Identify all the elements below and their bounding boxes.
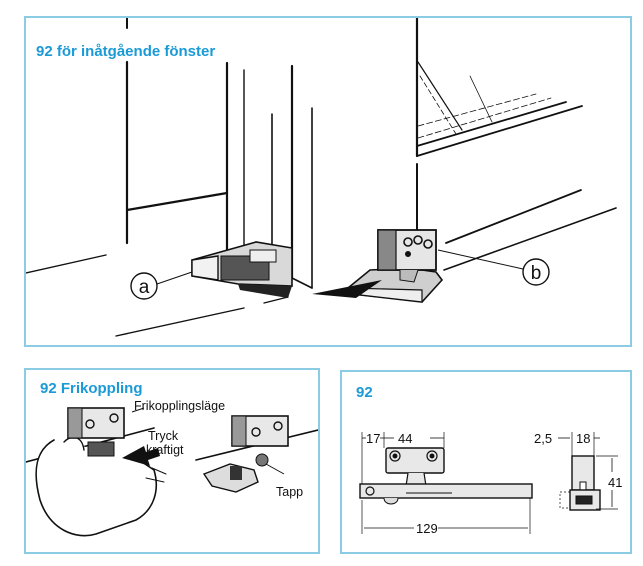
- stay-part-b: [312, 229, 444, 303]
- label-press-line2: kraftigt: [146, 443, 184, 457]
- callout-a-label: a: [139, 277, 150, 298]
- dim-length: 129: [416, 521, 438, 536]
- dim-width: 44: [398, 431, 412, 446]
- release-panel: 92 Frikoppling Frikopplingsläge Tryck: [24, 368, 320, 554]
- dim-height: 41: [608, 475, 622, 490]
- dim-offset: 17: [366, 431, 380, 446]
- main-illustration-panel: 92 för inåtgående fönster: [24, 16, 632, 347]
- stay-part-a: [191, 241, 293, 298]
- window-stay-illustration: a b: [26, 18, 617, 337]
- callout-b: b: [437, 249, 550, 286]
- label-pin: Tapp: [276, 485, 303, 499]
- dim-gap: 2,5: [534, 431, 552, 446]
- callout-b-label: b: [531, 263, 542, 284]
- label-press-line1: Tryck: [148, 429, 179, 443]
- dim-depth: 18: [576, 431, 590, 446]
- release-panel-title: 92 Frikoppling: [40, 380, 143, 397]
- dimension-drawing: 17 44 129 2,5 18 41: [359, 431, 622, 536]
- press-arrow-icon: [122, 446, 160, 466]
- dimensions-panel-title: 92: [356, 384, 373, 401]
- dimensions-panel: 92: [340, 370, 632, 554]
- release-illustration: Frikopplingsläge Tryck kraftigt Tapp: [26, 399, 318, 537]
- main-panel-title: 92 för inåtgående fönster: [36, 43, 216, 60]
- label-release-position: Frikopplingsläge: [134, 399, 225, 413]
- callout-a: a: [130, 271, 193, 300]
